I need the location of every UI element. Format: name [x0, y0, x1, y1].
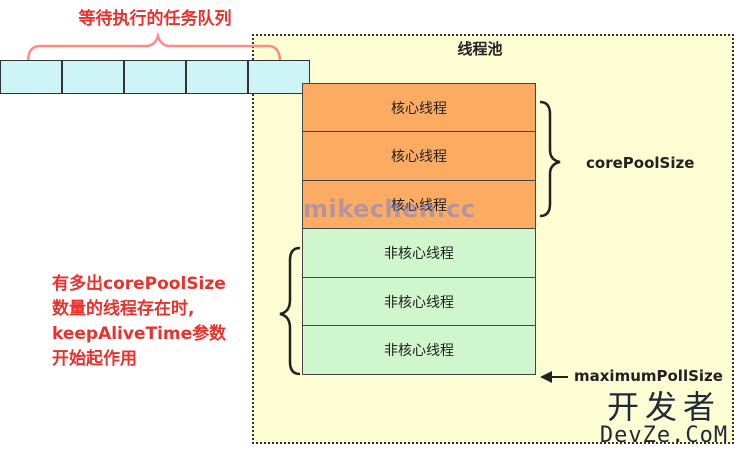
keepalive-note: 有多出corePoolSize 数量的线程存在时, keepAliveTime参… — [52, 272, 282, 372]
queue-cell — [62, 60, 124, 94]
max-pool-size-label: maximumPollSize — [574, 367, 723, 385]
thread-pool-title: 线程池 — [457, 40, 503, 58]
core-pool-size-label: corePoolSize — [586, 154, 695, 172]
queue-cell — [0, 60, 62, 94]
noncore-brace — [279, 246, 301, 376]
note-line: 开始起作用 — [52, 349, 137, 369]
note-line: 有多出corePoolSize — [52, 274, 226, 294]
brand-cn: 开发者 — [606, 388, 721, 426]
noncore-thread: 非核心线程 — [302, 325, 536, 375]
noncore-thread: 非核心线程 — [302, 276, 536, 327]
core-thread: 核心线程 — [302, 131, 536, 181]
thread-stack: 核心线程核心线程核心线程非核心线程非核心线程非核心线程 — [302, 82, 536, 375]
queue-cell — [186, 60, 248, 94]
watermark-text: mikechen.cc — [303, 195, 476, 223]
brand-logo: 开发者 DevZe.CoM — [588, 390, 740, 448]
note-line: 数量的线程存在时, — [52, 299, 195, 319]
queue-title: 等待执行的任务队列 — [78, 9, 232, 29]
note-line: keepAliveTime参数 — [52, 324, 227, 344]
core-thread: 核心线程 — [302, 82, 536, 133]
queue-cell — [124, 60, 186, 94]
brand-en: DevZe.CoM — [599, 423, 729, 448]
max-arrow-head — [540, 371, 552, 383]
noncore-thread: 非核心线程 — [302, 228, 536, 278]
queue-brace — [26, 31, 282, 63]
task-queue — [0, 60, 310, 94]
queue-cell — [248, 60, 310, 94]
core-brace — [539, 100, 561, 218]
